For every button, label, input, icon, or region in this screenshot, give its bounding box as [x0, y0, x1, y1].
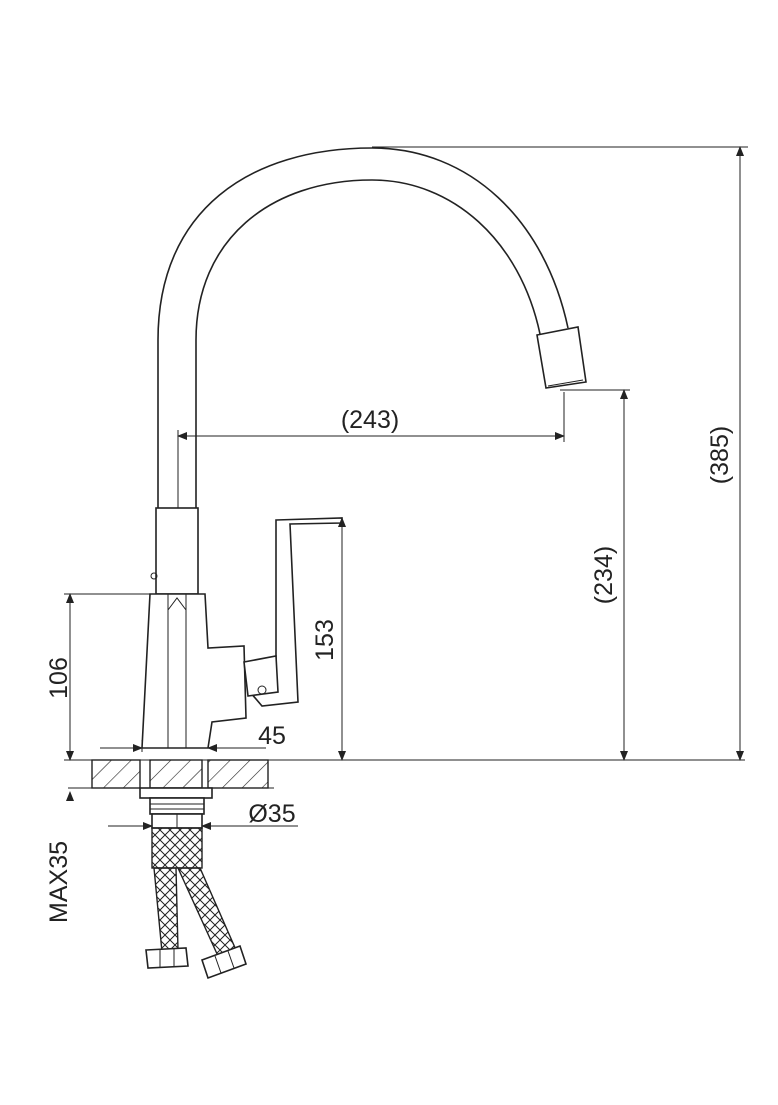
dim-max-thickness: MAX35	[45, 841, 73, 923]
shank-assembly	[139, 787, 213, 829]
aerator	[536, 326, 587, 389]
hose-nut-right	[200, 944, 248, 980]
lever-handle	[243, 517, 343, 707]
dim-spout-height: (234)	[590, 546, 618, 604]
hose-nut-left	[145, 947, 189, 969]
spout	[157, 147, 587, 510]
flexible-hoses	[145, 827, 248, 980]
dim-shank-diameter: Ø35	[248, 800, 295, 828]
dim-body-height: 106	[45, 657, 73, 699]
faucet-body	[141, 507, 247, 749]
dim-handle-height: 153	[311, 619, 339, 661]
dim-total-height: (385)	[706, 426, 734, 484]
dim-reach: (243)	[341, 406, 399, 434]
countertop-section	[64, 759, 745, 789]
dimension-lines	[64, 146, 748, 830]
dim-base-width: 45	[258, 722, 286, 750]
